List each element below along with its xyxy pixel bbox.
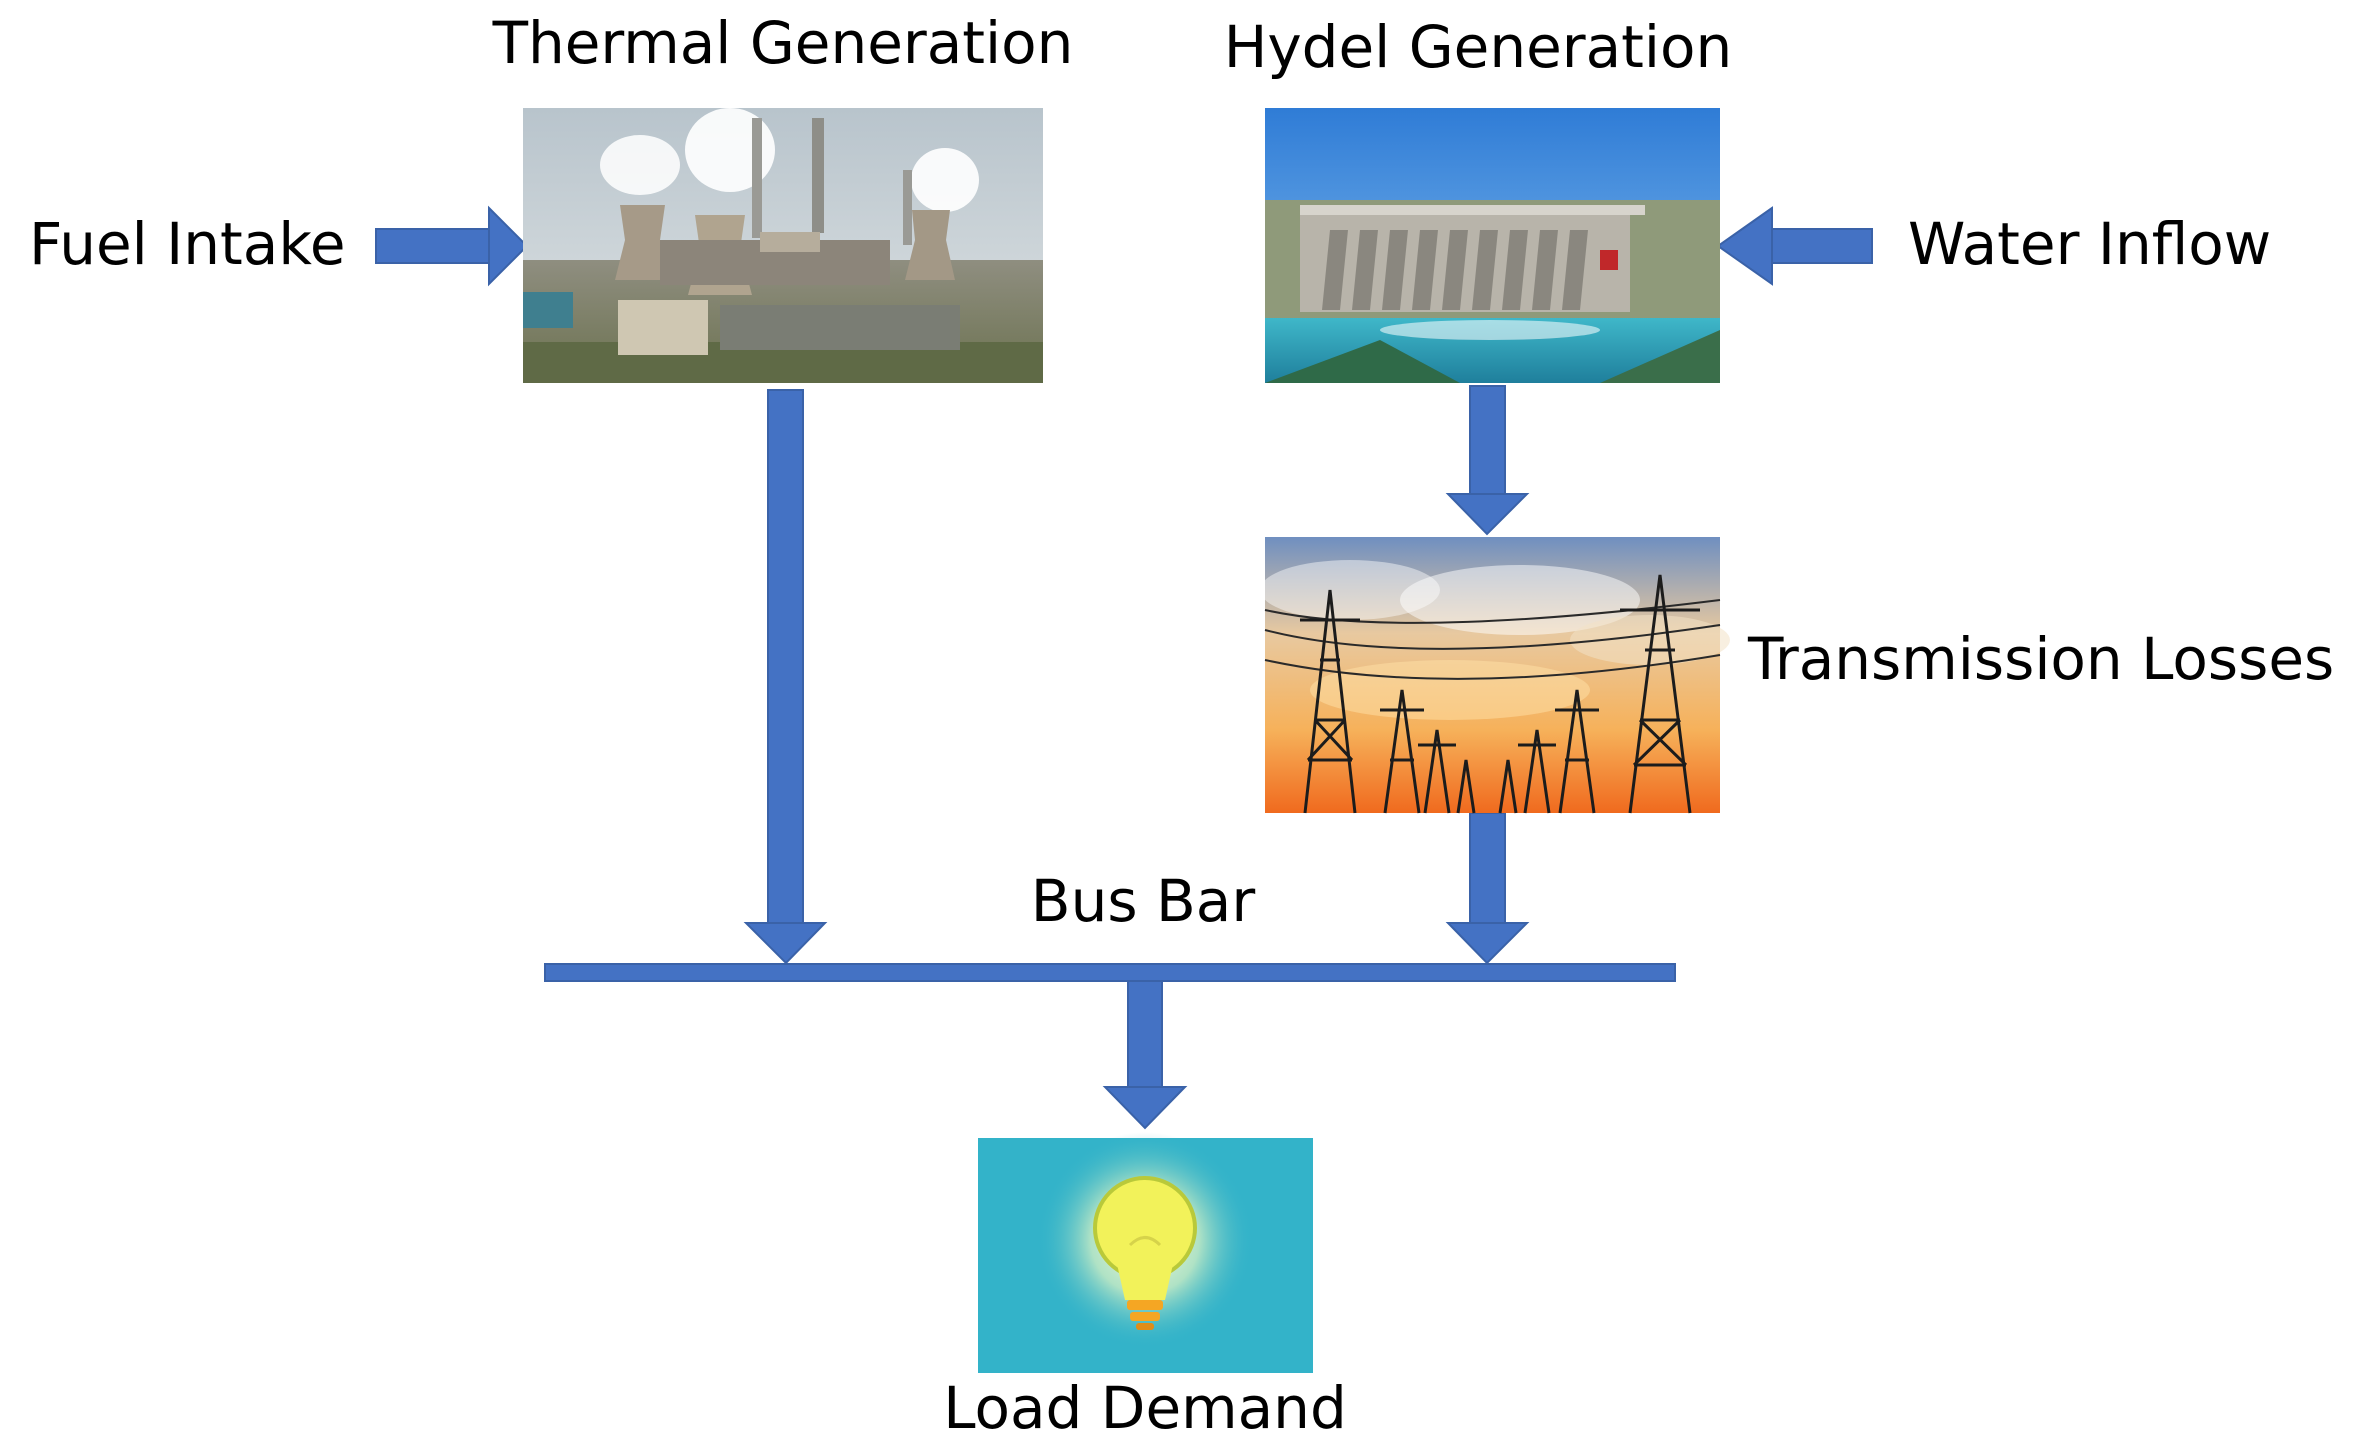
arrow-hydel-to-transmission: [1445, 385, 1530, 536]
transmission-losses-label: Transmission Losses: [1747, 625, 2334, 693]
arrow-fuel-to-thermal: [375, 205, 529, 287]
arrow-transmission-to-busbar: [1445, 812, 1530, 965]
arrow-busbar-to-load: [1102, 980, 1188, 1130]
arrow-thermal-to-busbar: [743, 389, 828, 965]
load-demand-label: Load Demand: [943, 1374, 1347, 1442]
arrow-water-to-hydel: [1716, 206, 1873, 286]
bus-bar-line: [544, 963, 1676, 982]
transmission-towers-image: [1260, 537, 1730, 814]
fuel-intake-label: Fuel Intake: [29, 210, 346, 278]
hydel-generation-label: Hydel Generation: [1224, 13, 1733, 81]
thermal-generation-label: Thermal Generation: [492, 9, 1074, 77]
bus-bar-label: Bus Bar: [1031, 867, 1256, 935]
water-inflow-label: Water Inflow: [1908, 210, 2271, 278]
hydroelectric-dam-image: [1265, 108, 1720, 383]
light-bulb-icon: [978, 1132, 1313, 1373]
thermal-power-plant-image: [523, 108, 1043, 383]
